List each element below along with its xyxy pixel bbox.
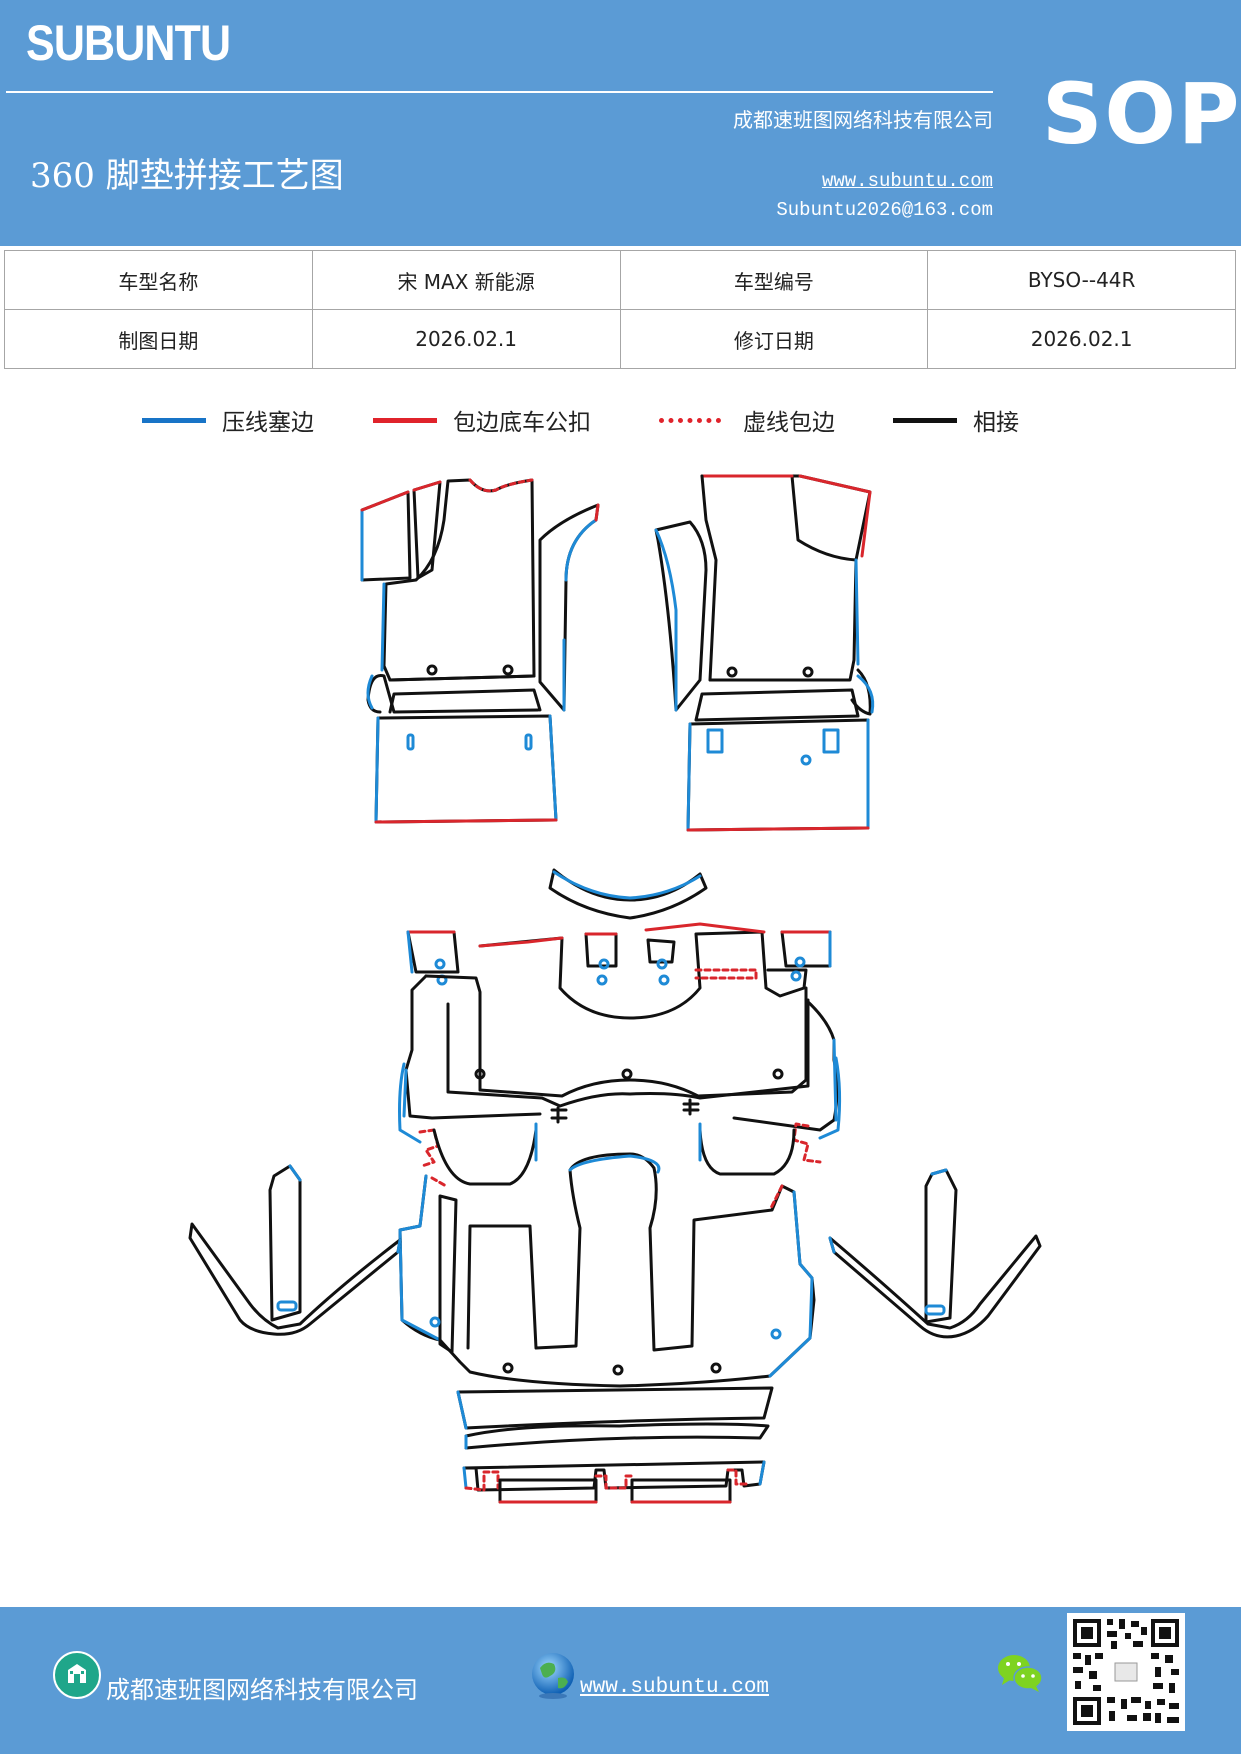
left-side-piece [188,1164,402,1336]
draw-date-value: 2026.02.1 [311,309,621,369]
company-icon [53,1651,101,1699]
legend-swatch-black [893,417,957,423]
front-left-mat [360,478,600,824]
header-banner [0,0,1241,246]
sop-badge: SOP [1042,65,1241,163]
model-code-label: 车型编号 [619,250,929,310]
revise-date-label: 修订日期 [619,309,929,369]
legend-label: 虚线包边 [743,410,835,436]
wechat-icon[interactable] [996,1652,1044,1696]
legend-label: 压线塞边 [222,410,314,436]
draw-date-label: 制图日期 [4,309,313,369]
legend-label: 包边底车公扣 [453,410,591,436]
footer-company-name: 成都速班图网络科技有限公司 [106,1676,418,1704]
front-right-mat [654,474,875,832]
rear-mat-assembly [398,868,842,1504]
company-name: 成都速班图网络科技有限公司 [733,108,993,132]
table-row: 车型名称 宋 MAX 新能源 车型编号 BYSO--44R [4,250,1236,310]
website-link[interactable]: www.subuntu.com [821,170,993,192]
qr-code[interactable] [1067,1613,1185,1731]
footer-website-link[interactable]: www.subuntu.com [580,1676,770,1699]
model-name-label: 车型名称 [4,250,313,310]
model-code-value: BYSO--44R [927,250,1236,310]
legend-swatch-red-dotted [659,417,721,423]
legend-swatch-red [373,417,437,423]
brand-logo: SUBUNTU [26,15,231,71]
right-side-piece [828,1168,1042,1339]
info-table: 车型名称 宋 MAX 新能源 车型编号 BYSO--44R 制图日期 2026.… [4,250,1236,369]
revise-date-value: 2026.02.1 [927,309,1236,369]
legend-item-red-dotted: 虚线包边 [659,400,835,440]
legend-item-blue: 压线塞边 [142,400,314,440]
header-divider [6,91,993,93]
legend-swatch-blue [142,417,206,423]
legend-item-red: 包边底车公扣 [373,400,591,440]
model-name-value: 宋 MAX 新能源 [311,250,621,310]
email-address: Subuntu2026@163.com [776,199,993,221]
page-title: 360 脚垫拼接工艺图 [30,156,344,196]
legend-item-black: 相接 [893,400,1019,440]
globe-icon [532,1653,574,1699]
legend-label: 相接 [973,410,1019,436]
table-row: 制图日期 2026.02.1 修订日期 2026.02.1 [4,309,1236,369]
